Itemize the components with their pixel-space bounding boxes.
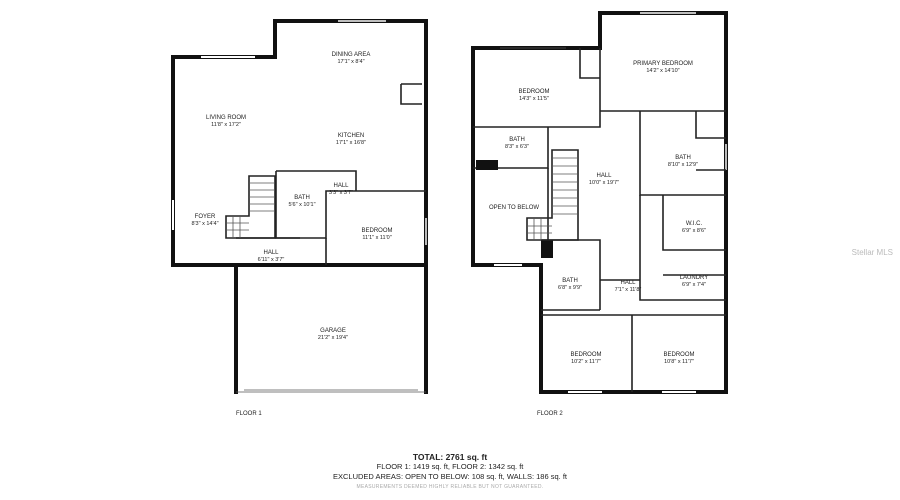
f2-bedroom-nw-name: BEDROOM	[518, 89, 549, 95]
floor2-label: FLOOR 2	[537, 411, 563, 417]
f2-wic-dim: 6'9" x 8'6"	[682, 228, 706, 234]
disclaimer: MEASUREMENTS DEEMED HIGHLY RELIABLE BUT …	[356, 484, 544, 490]
f1-kitchen-name: KITCHEN	[338, 133, 364, 139]
f1-bath-name: BATH	[294, 195, 310, 201]
f1-dining-name: DINING AREA	[332, 52, 371, 58]
f2-bedroom-sw-dim: 10'2" x 11'7"	[571, 359, 601, 365]
f2-bedroom-se-dim: 10'8" x 11'7"	[664, 359, 694, 365]
f2-bedroom-se-name: BEDROOM	[663, 352, 694, 358]
f1-kitchen-dim: 17'1" x 16'8"	[336, 140, 366, 146]
floor2-plan	[471, 11, 728, 394]
total-area: TOTAL: 2761 sq. ft	[412, 452, 488, 462]
f2-hall-main-dim: 10'0" x 19'7"	[589, 180, 619, 186]
f2-bath-w-dim: 8'3" x 6'3"	[505, 144, 529, 150]
f2-hall-s-dim: 7'1" x 11'8"	[615, 287, 642, 293]
f2-bath-s-name: BATH	[562, 278, 578, 284]
f1-bedroom-name: BEDROOM	[361, 228, 392, 234]
f2-bath-s-dim: 6'8" x 9'9"	[558, 285, 582, 291]
f1-garage-dim: 21'2" x 19'4"	[318, 335, 348, 341]
floor-areas: FLOOR 1: 1419 sq. ft, FLOOR 2: 1342 sq. …	[376, 462, 524, 471]
f2-laundry-name: LAUNDRY	[680, 275, 709, 281]
watermark-logo: Stellar MLS	[851, 248, 893, 257]
f1-living-name: LIVING ROOM	[206, 115, 246, 121]
f1-foyer-name: FOYER	[195, 214, 216, 220]
f1-dining-dim: 17'1" x 8'4"	[337, 59, 364, 65]
f1-foyer-dim: 8'3" x 14'4"	[191, 221, 218, 227]
f1-living-dim: 11'8" x 17'2"	[211, 122, 241, 128]
f2-hall-s-name: HALL	[620, 280, 636, 286]
f2-wic-name: W.I.C.	[686, 221, 703, 227]
f1-hall-name: HALL	[263, 250, 279, 256]
f2-primary-dim: 14'2" x 14'10"	[646, 68, 679, 74]
floor1-stairs	[225, 175, 276, 239]
f2-hall-main-name: HALL	[596, 173, 612, 179]
f2-primary-name: PRIMARY BEDROOM	[633, 61, 693, 67]
f1-hall-small-dim: 3'3" x 3'7"	[329, 190, 353, 196]
f2-open-name: OPEN TO BELOW	[489, 205, 539, 211]
f1-hall-dim: 6'11" x 3'7"	[258, 257, 285, 263]
garage-walls	[234, 263, 428, 394]
f1-bedroom-dim: 11'1" x 11'0"	[362, 235, 391, 241]
floor1-plan	[171, 19, 428, 394]
floor2-stairs	[526, 149, 579, 241]
f2-bath-e-name: BATH	[675, 155, 691, 161]
floor1-label: FLOOR 1	[236, 411, 262, 417]
f2-bath-w-name: BATH	[509, 137, 525, 143]
f2-laundry-dim: 6'9" x 7'4"	[682, 282, 706, 288]
excluded-areas: EXCLUDED AREAS: OPEN TO BELOW: 108 sq. f…	[333, 472, 567, 481]
f1-hall-small-name: HALL	[333, 183, 349, 189]
f1-bath-dim: 5'6" x 10'1"	[288, 202, 315, 208]
f2-bath-e-dim: 8'10" x 12'9"	[668, 162, 698, 168]
f2-bedroom-nw-dim: 14'3" x 11'5"	[519, 96, 549, 102]
f2-bedroom-sw-name: BEDROOM	[570, 352, 601, 358]
f1-garage-name: GARAGE	[320, 328, 346, 334]
